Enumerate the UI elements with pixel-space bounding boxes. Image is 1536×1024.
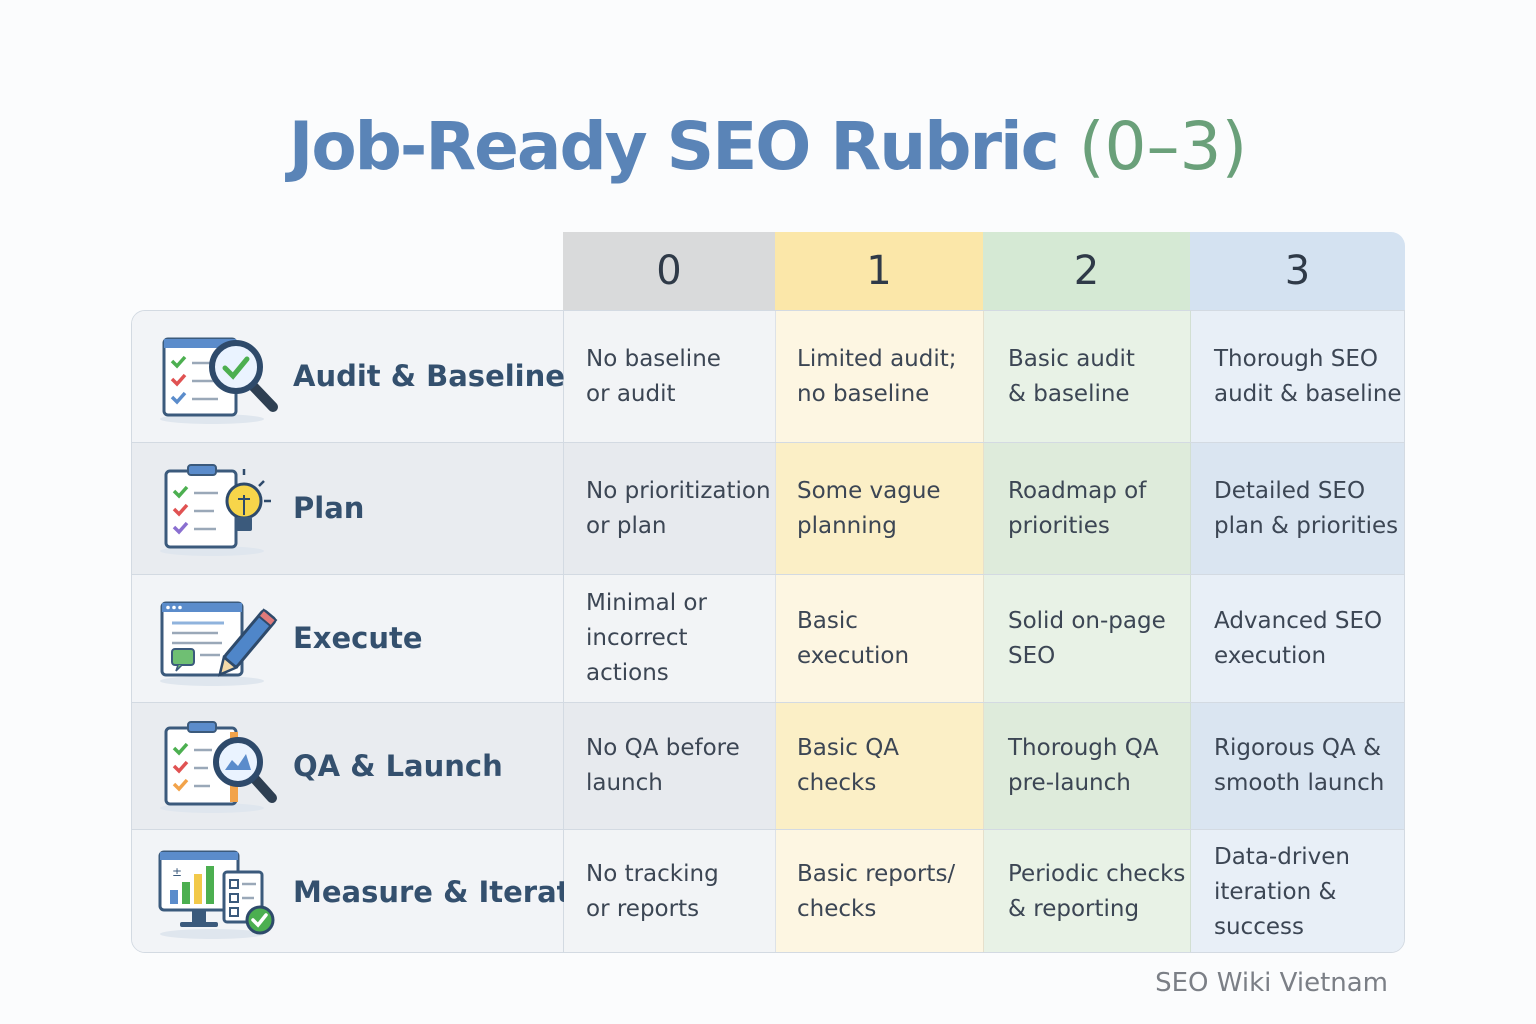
table-row: Plan No prioritization or plan Some vague…: [132, 443, 1404, 575]
cell-line: & reporting: [1008, 896, 1140, 922]
cell-level-3: Advanced SEO execution: [1191, 575, 1404, 702]
cell-line: & baseline: [1008, 380, 1130, 407]
cell-line: Advanced SEO: [1214, 607, 1383, 634]
table-row: Audit & Baseline No baseline or audit Lim…: [132, 311, 1404, 443]
cell-line: or plan: [586, 512, 667, 539]
cell-line: launch: [586, 770, 663, 796]
cell-level-2: Roadmap of priorities: [984, 443, 1191, 574]
cell-level-2: Thorough QA pre-launch: [984, 703, 1191, 829]
checklist-magnifier-icon: [160, 337, 278, 424]
cell-line: Data-driven: [1214, 843, 1351, 870]
cell-line: Basic: [797, 607, 858, 634]
row-label-cell: Audit & Baseline: [132, 311, 565, 442]
cell-level-0: Minimal or incorrect actions: [564, 575, 776, 702]
cell-level-2: Basic audit & baseline: [984, 311, 1191, 442]
table-row: ± Measure & Iterate No tracking or report…: [132, 830, 1404, 952]
clipboard-magnifier-chart-icon: [160, 721, 277, 813]
cell-line: no baseline: [797, 380, 930, 407]
cell-line: pre-launch: [1008, 770, 1131, 796]
row-label: Audit & Baseline: [293, 359, 565, 393]
cell-level-3: Thorough SEO audit & baseline: [1191, 311, 1404, 442]
cell-line: or reports: [586, 896, 700, 922]
header-level-2: 2: [983, 232, 1190, 310]
cell-line: checks: [797, 896, 877, 922]
document-pencil-icon: [160, 601, 278, 686]
row-label: Execute: [293, 621, 423, 655]
row-label-cell: Execute: [132, 575, 564, 702]
cell-level-3: Data-driven iteration & success: [1191, 830, 1404, 952]
checklist-lightbulb-icon: [160, 463, 271, 556]
svg-text:±: ±: [172, 865, 182, 879]
table-row: QA & Launch No QA before launch Basic QA c…: [132, 703, 1404, 830]
cell-level-0: No baseline or audit: [564, 311, 776, 442]
page-title: Job-Ready SEO Rubric (0–3): [0, 108, 1536, 185]
cell-line: No tracking: [586, 861, 719, 887]
cell-line: checks: [797, 770, 877, 796]
cell-line: Basic QA: [797, 735, 900, 761]
cell-line: Periodic checks: [1008, 861, 1186, 887]
cell-line: No baseline: [586, 345, 721, 372]
cell-line: Solid on-page: [1008, 607, 1166, 634]
cell-line: execution: [1214, 642, 1327, 669]
title-main: Job-Ready SEO Rubric: [288, 108, 1060, 185]
cell-level-3: Detailed SEO plan & priorities: [1191, 443, 1404, 574]
cell-line: or audit: [586, 380, 676, 407]
cell-line: priorities: [1008, 512, 1110, 539]
cell-level-1: Some vague planning: [776, 443, 984, 574]
cell-line: Basic audit: [1008, 345, 1135, 372]
cell-line: Minimal or: [586, 590, 707, 616]
cell-line: Detailed SEO: [1214, 477, 1366, 504]
cell-level-3: Rigorous QA & smooth launch: [1191, 703, 1404, 829]
rubric-table: Audit & Baseline No baseline or audit Lim…: [131, 310, 1405, 953]
cell-level-1: Basic QA checks: [776, 703, 984, 829]
cell-line: planning: [797, 512, 897, 539]
cell-line: SEO: [1008, 642, 1056, 669]
row-label: Plan: [293, 491, 365, 525]
cell-level-0: No QA before launch: [564, 703, 776, 829]
row-label-cell: Plan: [132, 443, 564, 574]
monitor-chart-check-icon: ±: [158, 850, 275, 939]
cell-line: Rigorous QA &: [1214, 735, 1382, 761]
row-label-cell: ± Measure & Iterate: [132, 830, 590, 952]
cell-line: plan & priorities: [1214, 512, 1399, 539]
cell-level-1: Basic execution: [776, 575, 984, 702]
cell-level-1: Limited audit; no baseline: [776, 311, 984, 442]
row-label: QA & Launch: [293, 748, 503, 783]
cell-level-0: No prioritization or plan: [564, 443, 776, 574]
cell-line: Roadmap of: [1008, 477, 1147, 504]
cell-level-2: Periodic checks & reporting: [984, 830, 1191, 952]
cell-level-1: Basic reports/checks: [776, 830, 984, 952]
cell-line: smooth launch: [1214, 770, 1385, 796]
title-range: (0–3): [1078, 108, 1248, 185]
header-level-3: 3: [1190, 232, 1405, 310]
header-level-0: 0: [563, 232, 775, 310]
cell-line: iteration & success: [1214, 878, 1337, 940]
cell-line: execution: [797, 642, 910, 669]
table-row: Execute Minimal or incorrect actions Basi…: [132, 575, 1404, 703]
cell-line: No QA before: [586, 735, 740, 761]
cell-line: Basic reports/: [797, 861, 956, 887]
footer-credit: SEO Wiki Vietnam: [1155, 968, 1388, 998]
cell-line: No prioritization: [586, 477, 771, 504]
header-level-1: 1: [775, 232, 983, 310]
cell-line: Some vague: [797, 477, 941, 504]
cell-line: Thorough SEO: [1214, 345, 1379, 372]
cell-line: incorrect actions: [586, 625, 688, 686]
cell-line: audit & baseline: [1214, 380, 1402, 407]
cell-level-0: No tracking or reports: [564, 830, 776, 952]
cell-line: Limited audit;: [797, 345, 957, 372]
row-label: Measure & Iterate: [293, 874, 591, 909]
cell-line: Thorough QA: [1008, 735, 1159, 761]
row-label-cell: QA & Launch: [132, 703, 564, 829]
